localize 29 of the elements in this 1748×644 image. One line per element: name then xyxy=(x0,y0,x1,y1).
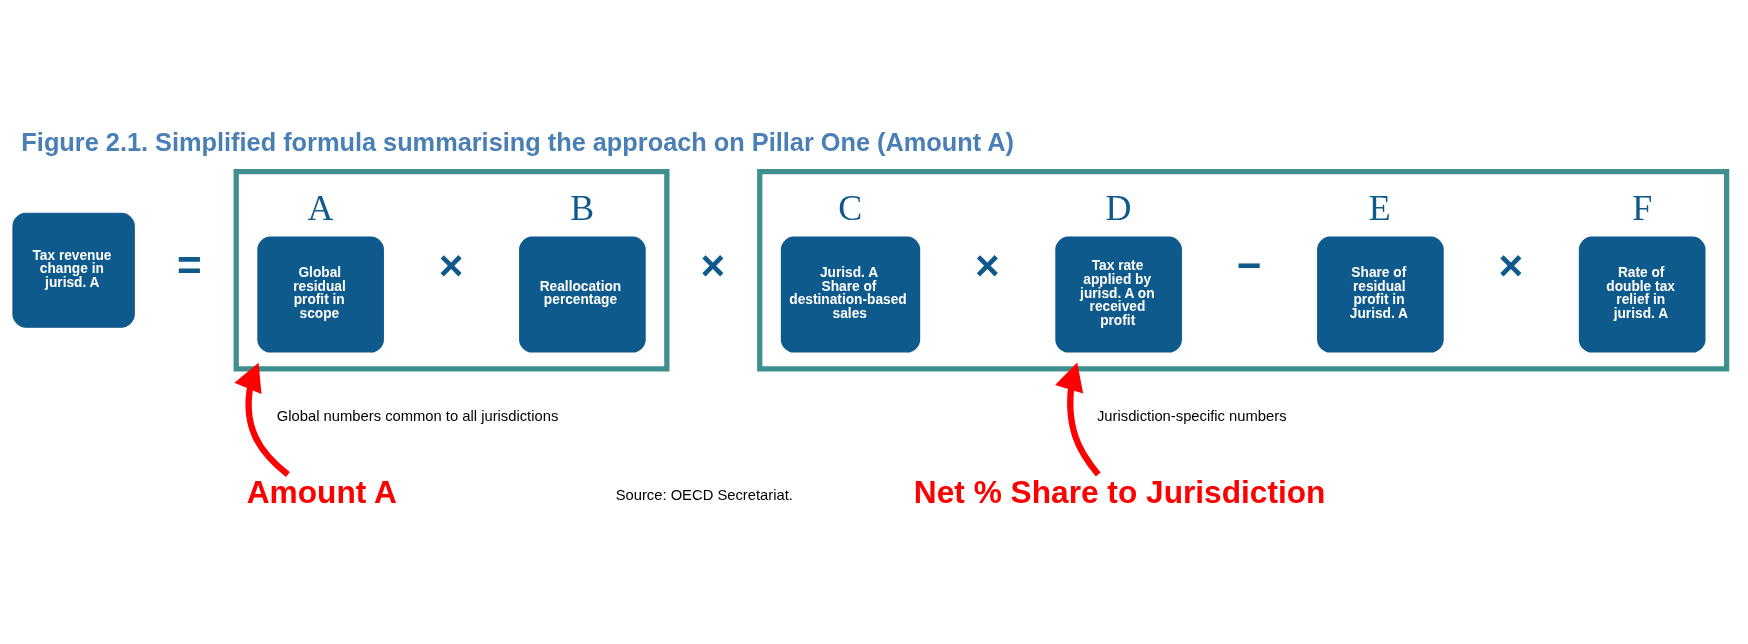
node-text: Net % Share to Jurisdiction xyxy=(913,473,1326,510)
label: × xyxy=(1498,241,1524,289)
node-box: Tax revenue change in jurisd. A xyxy=(12,212,135,328)
label: Global numbers common to all jurisdictions xyxy=(276,407,559,424)
node-label: C xyxy=(838,187,863,228)
node-text: Amount A xyxy=(246,473,397,510)
node-box: Share of residual profit in Jurisd. A xyxy=(1317,235,1444,353)
label: × xyxy=(975,241,1000,289)
node-box: Reallocation percentage xyxy=(519,235,646,353)
diagram-title: Figure 2.1. Simplified formula summarising the approach on Pillar One (Amount A) xyxy=(21,127,1014,156)
label: Source: OECD Secretariat. xyxy=(615,486,793,503)
node-label: B xyxy=(570,187,595,228)
node-label: D xyxy=(1105,187,1132,228)
cluster xyxy=(757,168,1730,372)
node-label: E xyxy=(1368,187,1391,228)
node-box: Global residual profit in scope xyxy=(257,235,384,353)
label: = xyxy=(177,241,202,289)
label: × xyxy=(438,241,464,289)
arrow xyxy=(234,362,290,477)
node-label: A xyxy=(307,187,334,228)
node-label: F xyxy=(1632,187,1653,228)
arrow xyxy=(1055,361,1101,476)
label: Jurisdiction-specific numbers xyxy=(1096,407,1287,424)
cluster xyxy=(233,168,670,372)
label: − xyxy=(1236,241,1262,289)
label: × xyxy=(700,241,726,289)
node-box: Jurisd. A Share of destination-based sales xyxy=(780,235,921,353)
node-box: Rate of double tax relief in jurisd. A xyxy=(1578,235,1706,353)
node-box: Tax rate applied by jurisd. A on received profit xyxy=(1055,235,1182,353)
